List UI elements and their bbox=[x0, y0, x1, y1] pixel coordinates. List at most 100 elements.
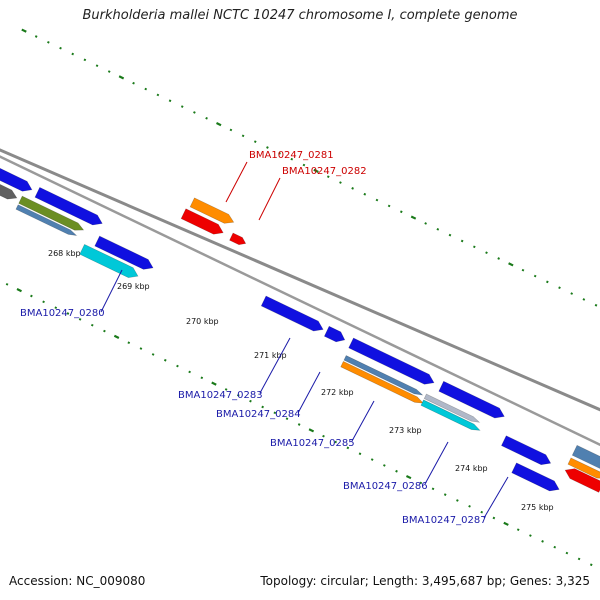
inner-track-tick bbox=[395, 469, 398, 473]
gene-arrow bbox=[229, 232, 247, 246]
outer-track-tick bbox=[144, 87, 148, 91]
inner-track-tick bbox=[529, 534, 532, 537]
gene-arrow bbox=[180, 208, 224, 235]
gene-arrow bbox=[438, 380, 505, 419]
gene-arrow bbox=[571, 444, 600, 469]
inner-track-tick bbox=[480, 510, 484, 514]
inner-track-tick bbox=[30, 294, 33, 298]
outer-track-tick bbox=[558, 286, 561, 290]
inner-track-tick bbox=[188, 370, 191, 374]
inner-track-tick bbox=[456, 499, 459, 502]
outer-track-tick bbox=[410, 215, 417, 220]
leader-line bbox=[483, 476, 509, 519]
outer-track-tick bbox=[387, 204, 391, 208]
outer-track-tick bbox=[95, 64, 99, 68]
gene-label: BMA10247_0287 bbox=[402, 515, 487, 526]
inner-track-tick bbox=[5, 282, 9, 286]
inner-track-tick bbox=[553, 545, 557, 549]
leader-line bbox=[258, 177, 281, 221]
inner-track-tick bbox=[516, 528, 520, 532]
inner-track-tick bbox=[163, 358, 167, 362]
gene-label: BMA10247_0284 bbox=[216, 409, 301, 420]
inner-track-tick bbox=[419, 481, 423, 485]
inner-track-tick bbox=[16, 288, 22, 293]
outer-track-tick bbox=[241, 134, 245, 138]
gene-label: BMA10247_0286 bbox=[343, 481, 428, 492]
outer-track-tick bbox=[216, 122, 222, 127]
leader-line bbox=[100, 269, 123, 313]
gene-arrow bbox=[189, 197, 235, 224]
backbone-line-inner bbox=[0, 155, 600, 447]
outer-track-tick bbox=[156, 93, 160, 97]
inner-track-tick bbox=[224, 388, 228, 391]
scale-label: 275 kbp bbox=[521, 503, 554, 512]
outer-track-tick bbox=[313, 168, 319, 173]
outer-track-tick bbox=[229, 128, 233, 132]
gene-arrow bbox=[18, 195, 85, 231]
gene-arrow bbox=[340, 361, 424, 404]
gene-arrow bbox=[420, 399, 481, 431]
inner-track-tick bbox=[127, 341, 131, 345]
scale-label: 269 kbp bbox=[117, 282, 150, 291]
inner-track-tick bbox=[176, 364, 179, 368]
inner-track-tick bbox=[308, 428, 315, 433]
outer-track-tick bbox=[59, 46, 62, 50]
inner-track-tick bbox=[249, 399, 252, 403]
inner-track-tick bbox=[66, 312, 70, 315]
gene-label: BMA10247_0283 bbox=[178, 390, 263, 401]
scale-label: 274 kbp bbox=[455, 464, 488, 473]
inner-track-tick bbox=[346, 446, 350, 450]
genome-summary-text: Topology: circular; Length: 3,495,687 bp… bbox=[260, 574, 590, 588]
gene-label: BMA10247_0282 bbox=[282, 166, 367, 177]
inner-track-tick bbox=[503, 521, 509, 526]
leader-line bbox=[297, 371, 321, 414]
gene-label: BMA10247_0285 bbox=[270, 438, 355, 449]
gene-arrow bbox=[343, 355, 424, 396]
outer-track-tick bbox=[460, 239, 464, 243]
inner-track-tick bbox=[54, 306, 58, 309]
inner-track-tick bbox=[383, 464, 386, 467]
scale-label: 272 kbp bbox=[321, 388, 354, 397]
gene-arrow bbox=[323, 325, 346, 343]
outer-track-tick bbox=[34, 35, 38, 38]
outer-track-tick bbox=[71, 52, 75, 56]
inner-track-tick bbox=[322, 434, 325, 438]
gene-label: BMA10247_0281 bbox=[249, 150, 334, 161]
outer-track-tick bbox=[253, 140, 257, 143]
outer-track-tick bbox=[582, 298, 586, 301]
outer-track-tick bbox=[570, 292, 574, 295]
inner-track-tick bbox=[334, 440, 338, 444]
outer-track-tick bbox=[193, 111, 196, 114]
gene-arrow bbox=[260, 295, 324, 332]
outer-track-tick bbox=[594, 303, 598, 307]
scale-label: 271 kbp bbox=[254, 351, 287, 360]
outer-track-tick bbox=[278, 152, 281, 155]
scale-label: 273 kbp bbox=[389, 426, 422, 435]
outer-track-tick bbox=[363, 192, 367, 196]
backbone-line bbox=[0, 148, 600, 412]
gene-arrow bbox=[0, 184, 18, 200]
gene-arrow bbox=[348, 337, 435, 385]
gene-arrow bbox=[511, 462, 560, 492]
outer-track-tick bbox=[375, 198, 379, 202]
inner-track-tick bbox=[589, 563, 593, 567]
inner-track-tick bbox=[90, 323, 94, 327]
gene-arrow bbox=[15, 204, 78, 236]
inner-track-tick bbox=[139, 347, 143, 350]
outer-track-tick bbox=[485, 251, 488, 254]
inner-track-tick bbox=[468, 504, 471, 508]
outer-track-tick bbox=[472, 245, 476, 249]
gene-arrow bbox=[423, 393, 481, 423]
inner-track-tick bbox=[443, 493, 447, 496]
outer-track-tick bbox=[118, 75, 125, 80]
outer-track-tick bbox=[351, 187, 354, 190]
inner-track-tick bbox=[113, 334, 120, 339]
gene-arrow bbox=[79, 243, 139, 278]
leader-line bbox=[259, 337, 291, 394]
outer-track-tick bbox=[302, 163, 306, 167]
outer-track-tick bbox=[546, 280, 549, 284]
inner-track-tick bbox=[370, 458, 374, 461]
gene-arrow bbox=[501, 435, 552, 466]
outer-track-tick bbox=[436, 227, 440, 231]
inner-track-tick bbox=[405, 475, 412, 480]
